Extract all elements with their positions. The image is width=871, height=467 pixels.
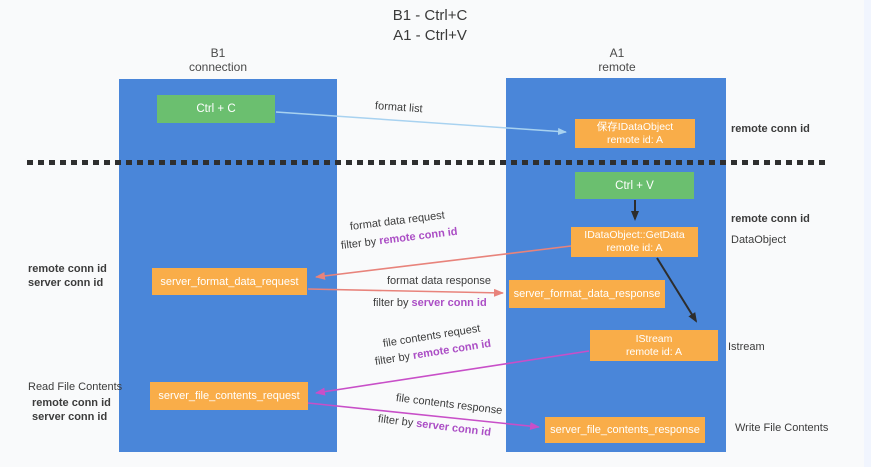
istream-line2: remote id: A — [625, 345, 683, 358]
format-data-response-arrow — [307, 288, 504, 297]
left-remote-conn-id-2: remote conn id — [32, 397, 111, 409]
getdata-line2: remote id: A — [606, 242, 663, 254]
save-idataobject-node: 保存IDataObject remote id: A — [575, 119, 695, 148]
left-remote-conn-id-1: remote conn id — [28, 263, 107, 275]
ctrl-c-label: Ctrl + C — [196, 103, 236, 115]
left-server-conn-id-1: server conn id — [28, 277, 104, 289]
ctrl-v-label: Ctrl + V — [615, 179, 654, 192]
remote-conn-id-text: remote conn id — [378, 225, 459, 248]
file-contents-response-label: file contents response — [395, 392, 503, 417]
server-file-contents-response-label: server_file_contents_response — [550, 424, 700, 436]
save-idataobject-line2: remote id: A — [606, 133, 664, 146]
write-file-contents-label: Write File Contents — [735, 422, 829, 434]
server-format-data-request-label: server_format_data_request — [160, 275, 299, 288]
server-file-contents-request-node: server_file_contents_request — [150, 382, 308, 410]
dataobject-label: DataObject — [731, 234, 787, 246]
left-lane-subtitle: connection — [188, 60, 248, 74]
server-conn-id-text: server conn id — [415, 417, 492, 439]
filter-by-server-conn-id-2: filter by server conn id — [377, 413, 491, 439]
right-lane-name: A1 — [609, 46, 625, 60]
window-edge-strip — [864, 0, 871, 467]
right-remote-conn-id-1: remote conn id — [731, 123, 810, 135]
filter-by-server-conn-id-1: filter by server conn id — [373, 297, 487, 309]
server-file-contents-response-node: server_file_contents_response — [545, 417, 705, 443]
right-lane-subtitle: remote — [598, 60, 636, 74]
istream-line1: IStream — [635, 332, 673, 345]
server-format-data-response-label: server_format_data_response — [513, 288, 661, 300]
server-conn-id-text: server conn id — [411, 297, 487, 309]
filter-by-text: filter by — [340, 235, 380, 252]
right-lane-header: A1 remote — [567, 46, 667, 74]
right-remote-conn-id-2: remote conn id — [731, 213, 810, 225]
ctrl-c-node: Ctrl + C — [157, 95, 275, 123]
left-server-conn-id-2: server conn id — [32, 411, 108, 423]
server-format-data-request-node: server_format_data_request — [152, 268, 307, 295]
left-lane-header: B1 connection — [168, 46, 268, 74]
diagram-title: B1 - Ctrl+C A1 - Ctrl+V — [330, 6, 530, 46]
filter-by-text: filter by — [377, 413, 417, 430]
save-idataobject-line1: 保存IDataObject — [596, 120, 674, 133]
server-format-data-response-node: server_format_data_response — [509, 280, 665, 308]
getdata-line1: IDataObject::GetData — [584, 229, 685, 241]
idataobject-getdata-node: IDataObject::GetData remote id: A — [571, 227, 698, 257]
format-list-label: format list — [374, 100, 423, 116]
istream-node: IStream remote id: A — [590, 330, 718, 361]
format-data-response-label: format data response — [387, 275, 491, 287]
left-lane-name: B1 — [210, 46, 226, 60]
read-file-contents-label: Read File Contents — [28, 381, 123, 393]
ctrl-v-node: Ctrl + V — [575, 172, 694, 199]
filter-by-text: filter by — [374, 350, 414, 368]
title-line-1: B1 - Ctrl+C — [392, 7, 468, 24]
phase-divider-dashed-line — [27, 160, 830, 165]
title-line-2: A1 - Ctrl+V — [393, 27, 467, 44]
istream-side-label: Istream — [728, 341, 765, 353]
server-file-contents-request-label: server_file_contents_request — [158, 390, 300, 402]
filter-by-text: filter by — [373, 297, 412, 309]
